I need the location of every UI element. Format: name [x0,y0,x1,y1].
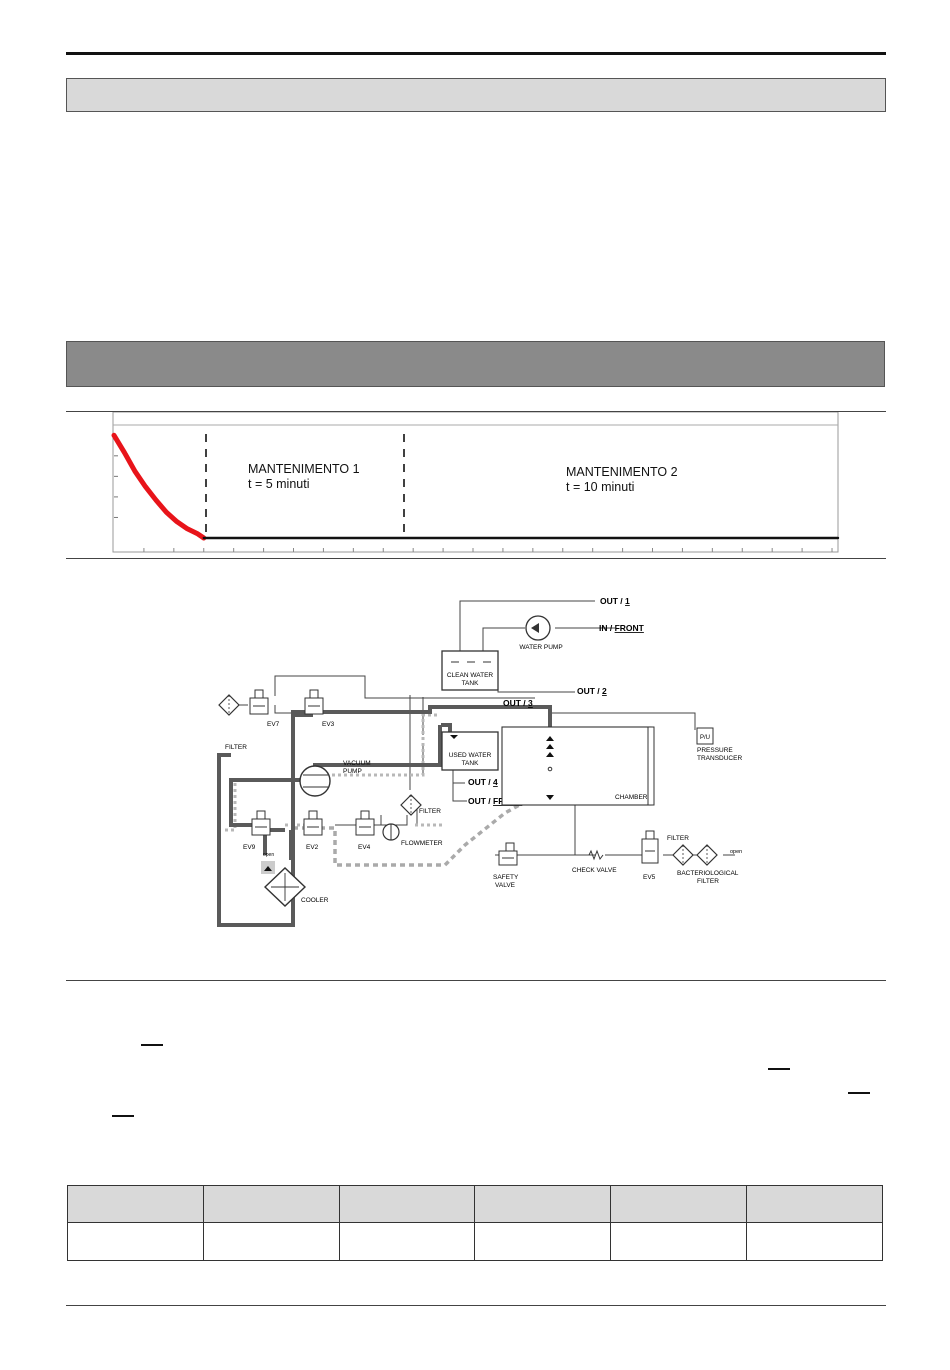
pressure-descent-series [111,432,207,541]
ev2-label: EV2 [306,844,319,851]
dotted-vent-path [293,801,524,867]
out2-label: OUT / 2 [577,686,607,696]
x-axis-ticks [143,548,833,552]
safety-valve-icon [498,842,518,866]
ev9-valve-icon [251,810,271,836]
underline-mark-3 [848,1092,870,1094]
footer-rule [66,1305,886,1306]
clean-water-tank [441,650,499,691]
safety-label-1: SAFETY [493,874,519,881]
pressure-transducer-icon [696,727,714,745]
phase-2-label: MANTENIMENTO 2 [566,465,678,479]
open-right-label: open [730,849,742,855]
phase-2-duration: t = 10 minuti [566,480,634,494]
chart-bottom-rule [66,558,886,559]
pressure-label-2: TRANSDUCER [697,755,742,762]
pressure-cycle-chart: MANTENIMENTO 1 t = 5 minuti MANTENIMENTO… [111,412,840,553]
chamber-label: CHAMBER [615,794,648,801]
cooler-label: COOLER [301,897,329,904]
ev7-label: EV7 [267,721,280,728]
table-header-cell [67,1185,204,1223]
check-valve-icon [588,849,604,861]
main-path-pump-tank [313,725,442,767]
vacuum-label-1: VACUUM [343,760,371,767]
ev4-label: EV4 [358,844,371,851]
pressure-label-1: PRESSURE [697,747,733,754]
open-small-label: open [263,852,274,858]
out1-label: OUT / 1 [600,596,630,606]
water-pump-label: WATER PUMP [519,644,562,651]
safety-label-2: VALVE [495,882,516,889]
ev5-label: EV5 [643,874,656,881]
table-cell [610,1222,748,1261]
chamber-box [501,726,652,806]
line-ev7-top [274,675,535,699]
table-header-cell [746,1185,883,1223]
line-flowmeter [335,805,418,826]
table-cell [746,1222,883,1261]
main-path-left [217,713,295,927]
section-heading-bar [66,78,886,112]
main-path-tank-in [441,723,452,733]
underline-mark-2 [768,1068,790,1070]
table-header-cell [474,1185,612,1223]
header-rule [66,52,886,55]
ev9-label: EV9 [243,844,256,851]
table-cell [474,1222,612,1261]
underline-mark-4 [112,1115,134,1117]
diagram-bottom-rule [66,980,886,981]
vacuum-pump-icon [299,765,331,797]
filter-left-label: FILTER [225,744,247,751]
chart-series [111,432,840,541]
ev4-valve-icon [355,810,375,836]
table-cell [202,1222,340,1261]
bact-label-1: BACTERIOLOGICAL [677,870,739,877]
line-out2 [497,690,575,693]
table-header-cell [338,1185,476,1223]
line-out1 [459,600,595,655]
in-front-label: IN / FRONT [599,623,645,633]
chamber-door [647,726,655,806]
filter-mid-label: FILTER [419,808,441,815]
used-tank-label-2: TANK [462,760,480,767]
used-tank-label-1: USED WATER [449,752,492,759]
underline-mark-1 [141,1044,163,1046]
table-cell [67,1222,204,1261]
summary-table [67,1185,883,1261]
line-pressure [550,712,696,730]
main-path-top [291,705,552,795]
pu-label: P/U [700,735,710,741]
table-cell [338,1222,476,1261]
filter-right-label: FILTER [667,835,689,842]
ev7-valve-icon [249,689,269,715]
chapter-heading-bar [66,341,885,387]
phase-1-label: MANTENIMENTO 1 [248,462,360,476]
line-pump-tank [482,627,525,655]
table-row [67,1222,883,1261]
line-out-front [452,760,467,802]
vacuum-circuit-diagram: CLEAN WATER TANK WATER PUMP OUT / 1 IN /… [217,596,742,927]
vacuum-label-2: PUMP [343,768,362,775]
phase-1-duration: t = 5 minuti [248,477,310,491]
ev3-label: EV3 [322,721,335,728]
ev5-valve-icon [641,830,659,864]
table-header-row [67,1185,883,1223]
out4-label: OUT / 4 [468,777,498,787]
clean-tank-label-2: TANK [462,680,480,687]
check-valve-label: CHECK VALVE [572,867,617,874]
ev2-valve-icon [303,810,323,836]
ev3-valve-icon [304,689,324,715]
used-water-tank [441,731,499,771]
clean-tank-label-1: CLEAN WATER [447,672,494,679]
flowmeter-label: FLOWMETER [401,840,443,847]
table-header-cell [202,1185,340,1223]
bact-label-2: FILTER [697,878,719,885]
table-header-cell [610,1185,748,1223]
chart-frame [112,412,839,553]
out3-label: OUT / 3 [503,698,533,708]
y-axis-ticks [114,455,118,518]
